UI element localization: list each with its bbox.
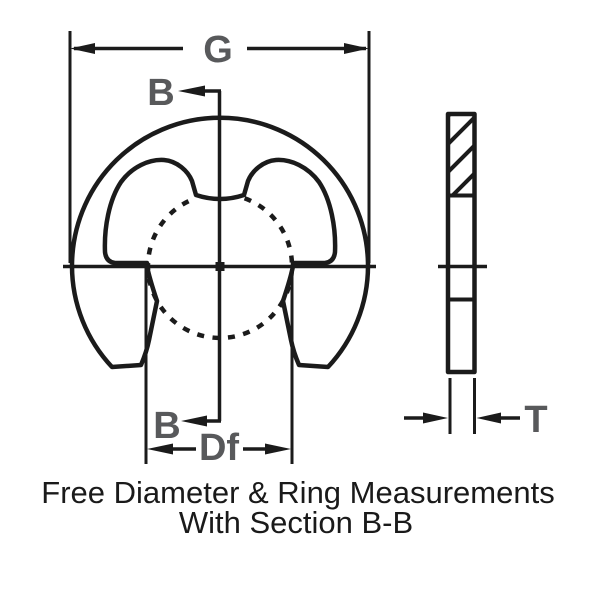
- free-diameter-circle: [145, 196, 295, 341]
- b-top-arrowhead: [178, 85, 205, 97]
- t-dimension: T: [404, 378, 548, 441]
- df-label: Df: [199, 427, 239, 469]
- caption-line-2: With Section B-B: [179, 505, 413, 540]
- side-view: [438, 111, 487, 375]
- g-arrowhead-right: [344, 43, 369, 54]
- caption: Free Diameter & Ring Measurements With S…: [41, 475, 554, 540]
- df-dimension: Df: [144, 268, 294, 469]
- caption-line-1: Free Diameter & Ring Measurements: [41, 475, 554, 510]
- b-bottom-arrowhead: [181, 415, 207, 427]
- b-bottom-label: B: [153, 405, 180, 447]
- side-view-outline: [445, 111, 477, 375]
- t-label: T: [524, 399, 547, 441]
- df-arrowhead-left: [147, 443, 173, 455]
- b-bottom-callout: B: [153, 405, 221, 447]
- b-top-callout: B: [147, 72, 221, 114]
- side-view-hatch: [450, 116, 473, 194]
- g-dimension: G: [68, 29, 371, 263]
- b-top-label: B: [147, 72, 174, 114]
- center-mark: [215, 262, 225, 271]
- t-arrowhead-right: [476, 412, 501, 424]
- t-arrowhead-left: [423, 412, 448, 424]
- df-arrowhead-right: [265, 443, 291, 455]
- g-arrowhead-left: [70, 43, 95, 54]
- front-view: [63, 91, 376, 421]
- g-label: G: [203, 29, 233, 71]
